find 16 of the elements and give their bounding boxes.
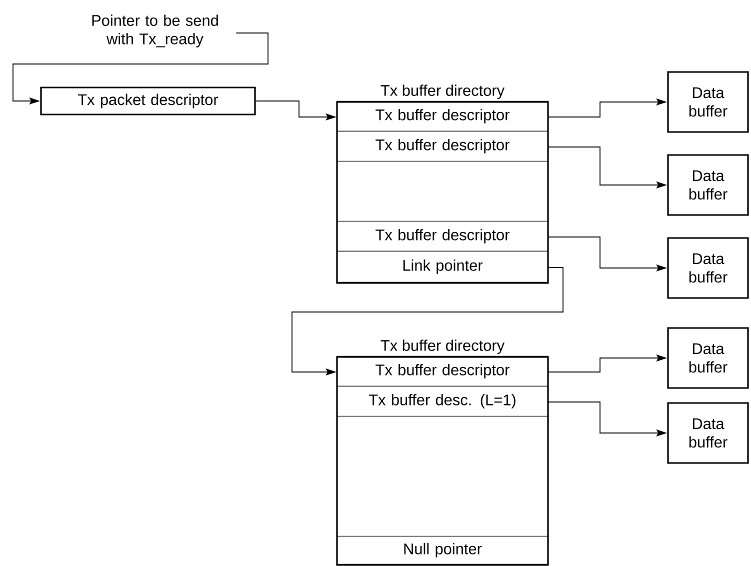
data-buffer-box: Data buffer <box>667 327 749 389</box>
table-row: Tx buffer desc. (L=1) <box>336 386 548 417</box>
pointer-note: Pointer to be send with Tx_ready <box>92 14 218 48</box>
table-row: Tx buffer descriptor <box>336 130 548 162</box>
data-buffer-box: Data buffer <box>667 402 749 464</box>
table-row: Tx buffer descriptor <box>336 220 548 252</box>
table-row: Tx buffer descriptor <box>336 356 548 387</box>
descriptor-box: Tx packet descriptor <box>40 86 256 116</box>
data-buffer-box: Data buffer <box>667 154 749 216</box>
table-row: Null pointer <box>336 536 548 565</box>
node-label: Tx buffer directory <box>380 340 505 354</box>
table-row: Link pointer <box>336 250 548 283</box>
data-buffer-box: Data buffer <box>667 237 749 299</box>
node-label: Tx buffer directory <box>380 84 505 99</box>
data-buffer-box: Data buffer <box>667 71 749 133</box>
table-row: Tx buffer descriptor <box>336 100 548 132</box>
